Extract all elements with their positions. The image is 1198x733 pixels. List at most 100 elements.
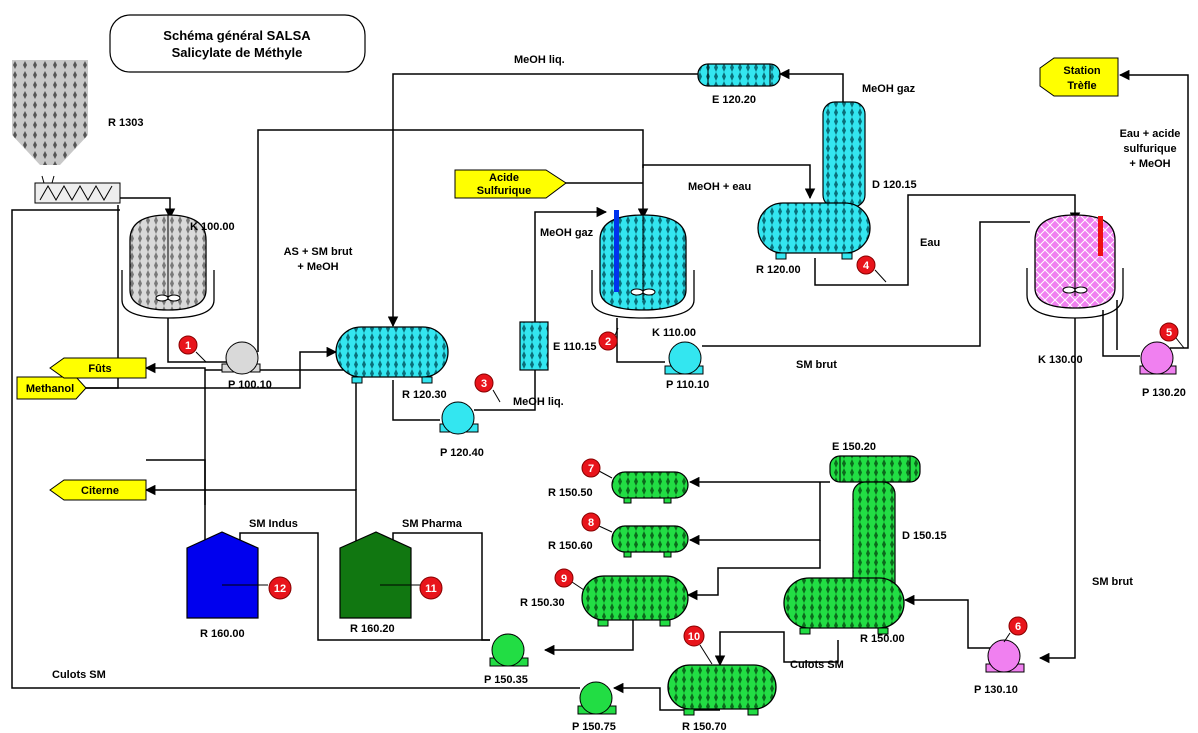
label-r1303: R 1303: [108, 117, 143, 129]
marker-9: 9: [554, 568, 585, 591]
label-p100-10: P 100.10: [228, 379, 272, 391]
marker-12: 12: [268, 576, 292, 600]
label-p130-10: P 130.10: [974, 684, 1018, 696]
label-p130-20: P 130.20: [1142, 387, 1186, 399]
marker-8: 8: [581, 512, 613, 533]
label-r120: R 120.00: [756, 264, 801, 276]
exchanger-e110-15: E 110.15: [519, 321, 596, 371]
input-methanol: Methanol: [16, 376, 87, 400]
svg-text:4: 4: [863, 260, 870, 272]
stream-eau: Eau: [920, 237, 940, 249]
label-d120-15: D 120.15: [872, 179, 917, 191]
vessel-r150-30: R 150.30: [520, 575, 689, 627]
reactor-k110: K 110.00: [591, 210, 696, 339]
label-r160: R 160.00: [200, 628, 245, 640]
marker-11: 11: [419, 576, 443, 600]
label-r120-30: R 120.30: [402, 389, 447, 401]
stream-meoh-liq-top: MeOH liq.: [514, 54, 565, 66]
marker-2: 2: [598, 327, 619, 351]
marker-3: 3: [474, 373, 501, 403]
vessel-r120-30: R 120.30: [335, 326, 449, 401]
stream-meoh-gaz-top: MeOH gaz: [862, 83, 916, 95]
tank-r160: R 160.00: [186, 531, 268, 640]
label-r160-20: R 160.20: [350, 623, 395, 635]
label-acide-line2: Sulfurique: [477, 185, 531, 197]
pump-p130-20: P 130.20: [1139, 341, 1186, 399]
label-r150-60: R 150.60: [548, 540, 593, 552]
svg-text:5: 5: [1166, 327, 1172, 339]
stream-sm-brut-mid: SM brut: [796, 359, 837, 371]
exchanger-e120-20: E 120.20: [697, 63, 781, 106]
label-station-line1: Station: [1063, 65, 1101, 77]
pump-p120-40: P 120.40: [439, 401, 484, 459]
svg-text:11: 11: [425, 583, 437, 595]
label-r150: R 150.00: [860, 633, 905, 645]
stream-meoh-eau: MeOH + eau: [688, 181, 751, 193]
stream-culots-sm-mid: Culots SM: [790, 659, 844, 671]
svg-text:8: 8: [588, 517, 594, 529]
stream-meoh-liq-mid: MeOH liq.: [513, 396, 564, 408]
pump-p100-10: P 100.10: [221, 341, 272, 391]
hopper-r1303: R 1303: [12, 60, 143, 204]
column-d120-15: D 120.15: [822, 101, 917, 208]
stream-eau-acide-line2: sulfurique: [1123, 143, 1176, 155]
piping: [11, 68, 1189, 711]
marker-5: 5: [1159, 322, 1185, 349]
label-e150-20: E 150.20: [832, 441, 876, 453]
vessel-r150-50: R 150.50: [548, 471, 689, 504]
pump-p110-10: P 110.10: [664, 341, 709, 391]
label-station-line2: Trèfle: [1067, 80, 1096, 92]
label-e120-20: E 120.20: [712, 94, 756, 106]
stream-meoh-gaz-mid: MeOH gaz: [540, 227, 594, 239]
stream-as-sm-line2: + MeOH: [297, 261, 338, 273]
stream-culots-sm-left: Culots SM: [52, 669, 106, 681]
stream-eau-acide-line1: Eau + acide: [1120, 128, 1181, 140]
label-k110: K 110.00: [652, 327, 696, 339]
label-k100: K 100.00: [190, 221, 235, 233]
svg-text:7: 7: [588, 463, 594, 475]
vessel-r150-70: R 150.70: [667, 664, 777, 733]
svg-text:2: 2: [605, 336, 611, 348]
pump-p150-75: P 150.75: [572, 681, 617, 733]
marker-1: 1: [178, 335, 207, 363]
title-box: Schéma général SALSA Salicylate de Méthy…: [109, 14, 366, 73]
svg-text:6: 6: [1015, 621, 1021, 633]
pump-p130-10: P 130.10: [974, 639, 1025, 696]
stream-sm-pharma: SM Pharma: [402, 518, 463, 530]
marker-10: 10: [683, 625, 713, 665]
exchanger-e150-20: E 150.20: [829, 441, 921, 483]
label-p150-35: P 150.35: [484, 674, 528, 686]
title-line2: Salicylate de Méthyle: [172, 45, 303, 60]
output-citerne: Citerne: [49, 479, 147, 501]
label-r150-30: R 150.30: [520, 597, 565, 609]
vessel-r150: R 150.00: [783, 577, 905, 645]
label-methanol: Methanol: [26, 383, 74, 395]
pump-p150-35: P 150.35: [484, 633, 529, 686]
marker-4: 4: [856, 255, 887, 283]
label-p120-40: P 120.40: [440, 447, 484, 459]
svg-text:3: 3: [481, 378, 487, 390]
label-p150-75: P 150.75: [572, 721, 616, 733]
stream-labels: MeOH liq. MeOH gaz AS + SM brut + MeOH M…: [52, 54, 1180, 681]
label-e110-15: E 110.15: [553, 341, 596, 353]
svg-text:9: 9: [561, 573, 567, 585]
label-r150-70: R 150.70: [682, 721, 727, 733]
label-r150-50: R 150.50: [548, 487, 593, 499]
label-acide-line1: Acide: [489, 172, 519, 184]
marker-7: 7: [581, 458, 613, 479]
label-futs: Fûts: [88, 363, 111, 375]
output-futs: Fûts: [49, 357, 147, 379]
stream-eau-acide-line3: + MeOH: [1129, 158, 1170, 170]
reactor-k100: K 100.00: [121, 214, 235, 319]
svg-text:10: 10: [688, 631, 700, 643]
tank-r160-20: R 160.20: [339, 531, 420, 635]
title-line1: Schéma général SALSA: [163, 28, 311, 43]
label-k130: K 130.00: [1038, 354, 1083, 366]
column-d150-15: D 150.15: [852, 481, 947, 603]
marker-6: 6: [1003, 616, 1028, 643]
vessel-r150-60: R 150.60: [548, 525, 689, 558]
label-citerne: Citerne: [81, 485, 119, 497]
sampling-markers: 1 2 3 4 5 6 7: [178, 255, 1185, 665]
